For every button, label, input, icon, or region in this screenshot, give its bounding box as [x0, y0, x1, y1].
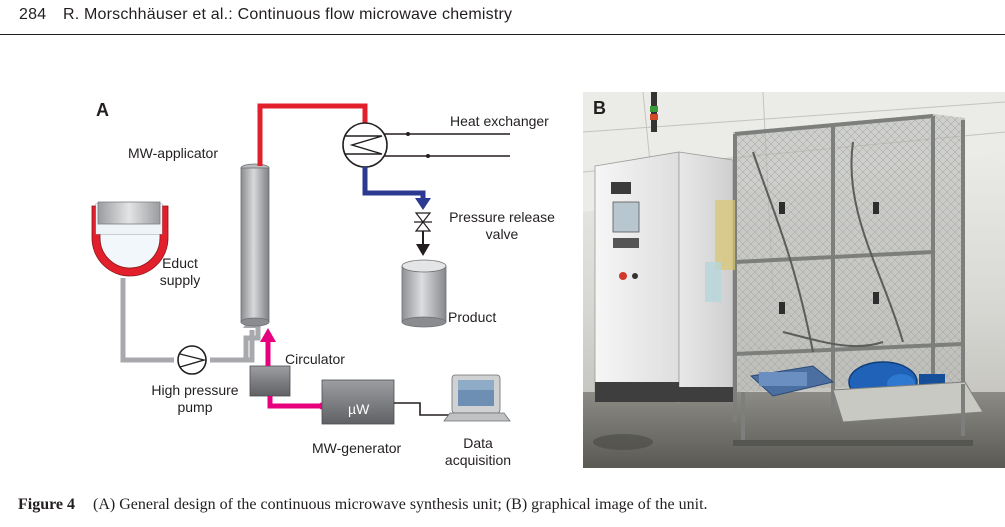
unit-photo-illustration: [583, 92, 1005, 468]
label-uw: µW: [348, 401, 370, 417]
label-heat-exchanger: Heat exchanger: [450, 113, 549, 129]
panel-a-letter: A: [96, 100, 109, 120]
schematic-drawing: [91, 103, 511, 425]
computer-icon: [443, 374, 511, 422]
pressure-release-valve-icon: [414, 212, 432, 256]
circulator-box: [249, 365, 291, 397]
label-pressure-release-line2: valve: [485, 226, 519, 242]
label-data-acquisition: Data acquisition: [430, 435, 526, 469]
feed-line: [120, 278, 261, 363]
data-cable: [394, 402, 452, 416]
caption-text: (A) General design of the continuous mic…: [93, 496, 708, 513]
label-circulator: Circulator: [285, 351, 345, 367]
label-educt-line1: Educt: [162, 255, 198, 271]
label-educt-line2: supply: [159, 272, 201, 288]
label-data-line2: acquisition: [444, 452, 512, 468]
label-pump-line1: High pressure: [151, 382, 239, 398]
cold-line: [362, 167, 431, 210]
figure-caption: Figure 4 (A) General design of the contin…: [18, 496, 708, 514]
running-header: 284 R. Morschhäuser et al.: Continuous f…: [19, 6, 512, 24]
running-title: R. Morschhäuser et al.: Continuous flow …: [62, 6, 513, 23]
panel-a-schematic: A MW-applicator Heat exchanger Pressure …: [90, 88, 570, 488]
heat-exchanger-icon: [342, 122, 510, 168]
label-mw-applicator: MW-applicator: [128, 145, 218, 161]
page-number: 284: [19, 6, 47, 23]
product-vessel: [401, 259, 447, 328]
mw-applicator-column: [240, 163, 270, 327]
label-mw-generator: MW-generator: [312, 440, 402, 456]
header-rule: [0, 34, 1005, 35]
label-pump-line2: pump: [177, 399, 213, 415]
educt-vessel: [91, 201, 169, 277]
label-high-pressure-pump: High pressure pump: [140, 382, 250, 416]
panel-b-photo: B: [583, 92, 1005, 468]
label-pressure-release-line1: Pressure release: [449, 209, 555, 225]
mw-generator-box: [321, 379, 395, 425]
panel-b-letter: B: [593, 98, 606, 118]
label-product: Product: [448, 309, 497, 325]
figure-label: Figure 4: [18, 496, 76, 513]
label-pressure-release-valve: Pressure release valve: [442, 209, 562, 243]
high-pressure-pump-icon: [177, 345, 207, 375]
label-data-line1: Data: [463, 435, 493, 451]
label-educt-supply: Educt supply: [152, 255, 208, 289]
